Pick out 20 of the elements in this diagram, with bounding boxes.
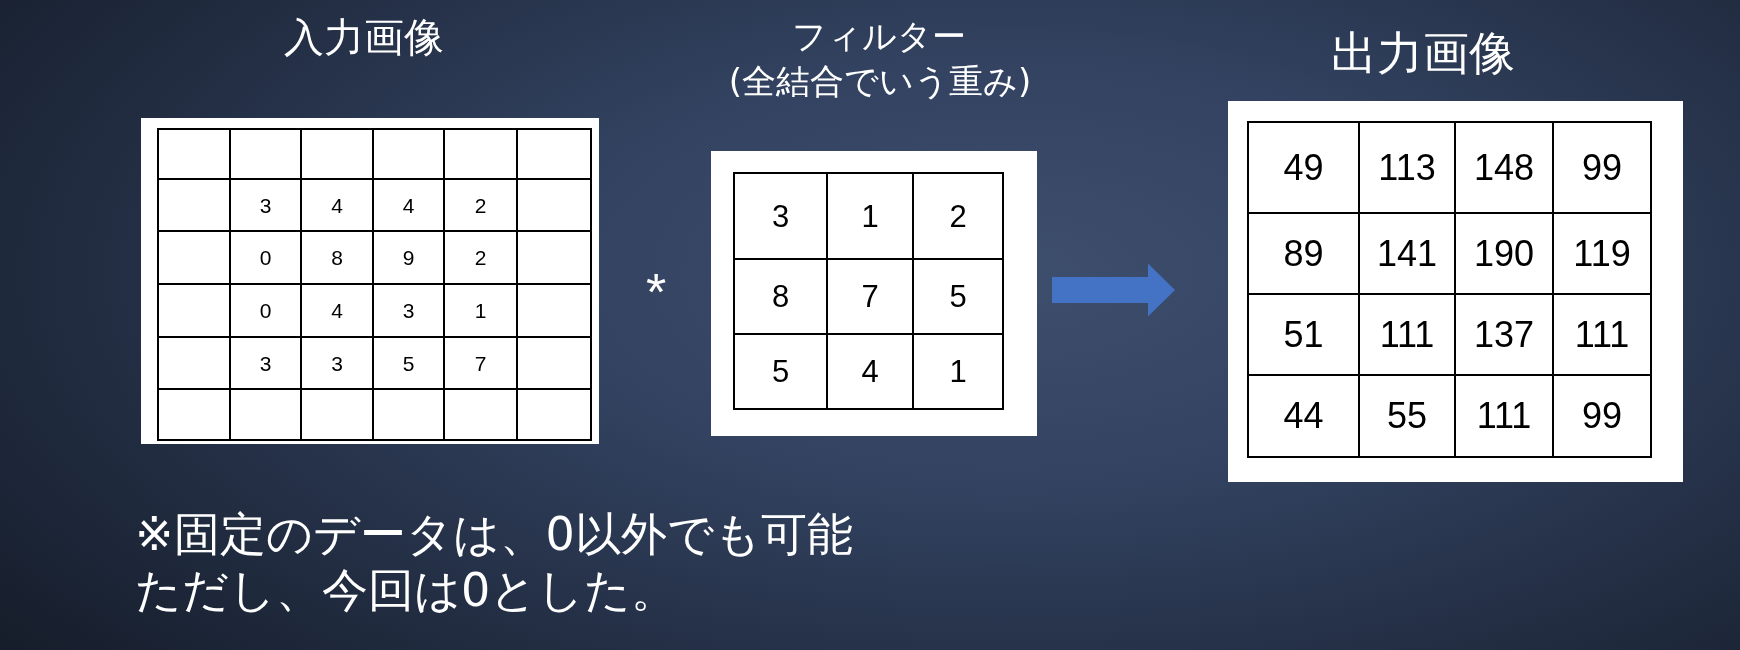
note-text: ただし、今回は0とした。 [135,563,678,617]
grid-cell: 99 [1552,121,1652,214]
block-arrow [1052,263,1175,317]
heading: フィルター [792,17,966,57]
grid-cell: 44 [1247,374,1360,458]
grid-cell: 2 [912,172,1004,260]
heading: 入力画像 [284,14,444,60]
heading: (全結合でいう重み) [728,62,1032,102]
grid-cell: 5 [733,333,828,410]
operator-symbol: * [645,266,667,318]
grid-cell [516,388,592,441]
grid-cell [516,128,592,180]
grid-cell [157,128,231,180]
grid-cell: 3 [733,172,828,260]
note-text: ※固定のデータは、0以外でも可能 [135,507,853,561]
heading: 出力画像 [1331,26,1515,80]
grid-cell [157,388,231,441]
grid-cell: 99 [1552,374,1652,458]
grid-cell: 49 [1247,121,1360,214]
grid-cell: 1 [912,333,1004,410]
